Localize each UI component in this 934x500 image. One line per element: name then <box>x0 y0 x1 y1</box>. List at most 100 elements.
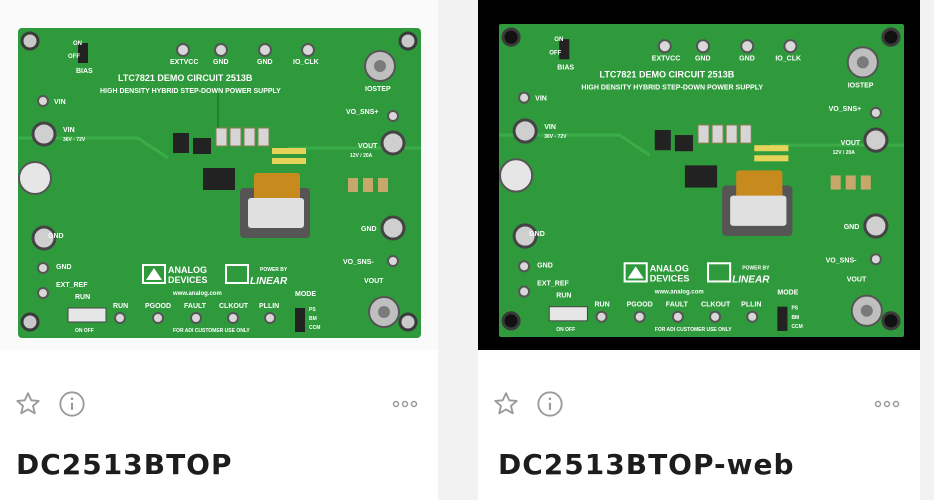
pcb-title-line2: HIGH DENSITY HYBRID STEP-DOWN POWER SUPP… <box>581 85 763 92</box>
pcb-vin-label: VIN <box>535 96 547 103</box>
pcb-vin-label-2: VIN <box>544 124 556 131</box>
pcb-url: www.analog.com <box>172 291 222 297</box>
info-button[interactable] <box>58 390 86 418</box>
pcb-brand-line1: ANALOG <box>650 263 689 273</box>
pcb-on-off-label: ON OFF <box>75 328 94 334</box>
pcb-footer: FOR ADI CUSTOMER USE ONLY <box>173 328 250 334</box>
pcb-mode-label: MODE <box>295 291 316 298</box>
pcb-mode-label: MODE <box>777 290 798 297</box>
pcb-extvcc-label: EXTVCC <box>170 59 198 66</box>
card-thumbnail[interactable]: ON OFF BIAS EXTVCC GND GND IO_CLK IOSTEP… <box>0 0 438 350</box>
pcb-vin-label-2: VIN <box>63 127 75 134</box>
asset-card[interactable]: ON OFF BIAS EXTVCC GND GND IO_CLK IOSTEP… <box>0 0 438 500</box>
pcb-footer: FOR ADI CUSTOMER USE ONLY <box>655 327 732 333</box>
pcb-vin-range: 36V - 72V <box>544 134 567 140</box>
pcb-vo-sns-minus-label: VO_SNS- <box>343 259 374 266</box>
pcb-bm-label: BM <box>309 316 317 322</box>
pcb-url: www.analog.com <box>654 290 704 296</box>
pcb-brand-line2: DEVICES <box>168 275 208 285</box>
pcb-image: ON OFF BIAS EXTVCC GND GND IO_CLK IOSTEP… <box>499 24 904 337</box>
pcb-vout-label: VOUT <box>841 140 861 147</box>
card-title[interactable]: DC2513BTOP-web <box>498 448 795 481</box>
pcb-run-label: RUN <box>556 293 571 300</box>
card-thumbnail[interactable]: ON OFF BIAS EXTVCC GND GND IO_CLK IOSTEP… <box>478 0 920 350</box>
pcb-power-by: POWER BY <box>742 265 770 271</box>
pcb-pllin-label: PLLIN <box>741 302 761 309</box>
pcb-ioclk-label: IO_CLK <box>775 55 802 62</box>
pcb-fault-label: FAULT <box>666 302 689 309</box>
pcb-vo-sns-plus-label: VO_SNS+ <box>346 109 379 116</box>
more-options-button[interactable] <box>390 390 420 418</box>
pcb-vin-range: 36V - 72V <box>63 137 86 143</box>
pcb-vout-spec: 12V / 20A <box>350 153 373 159</box>
card-actions <box>0 390 438 418</box>
pcb-fault-label: FAULT <box>184 303 207 310</box>
asset-card[interactable]: ON OFF BIAS EXTVCC GND GND IO_CLK IOSTEP… <box>478 0 920 500</box>
pcb-linear-logo: LINEAR <box>732 274 770 285</box>
pcb-run-label-2: RUN <box>113 303 128 310</box>
pcb-iostep-label: IOSTEP <box>848 83 874 90</box>
pcb-gnd-label-3: GND <box>48 233 64 240</box>
more-options-button[interactable] <box>872 390 902 418</box>
pcb-gnd-label: GND <box>213 59 229 66</box>
info-button[interactable] <box>536 390 564 418</box>
pcb-gnd-label-4: GND <box>56 264 72 271</box>
pcb-run-label-2: RUN <box>594 302 609 309</box>
pcb-clkout-label: CLKOUT <box>701 302 731 309</box>
star-icon <box>494 392 518 415</box>
pcb-vout-label: VOUT <box>358 143 378 150</box>
pcb-vo-sns-minus-label: VO_SNS- <box>826 257 858 264</box>
more-icon <box>874 400 900 408</box>
pcb-gnd-label: GND <box>695 55 711 62</box>
pcb-gnd-label-4: GND <box>537 262 553 269</box>
pcb-ccm-label: CCM <box>309 325 320 331</box>
info-icon <box>59 391 85 417</box>
pcb-brand-line1: ANALOG <box>168 265 207 275</box>
pcb-bias-label: BIAS <box>76 68 93 75</box>
pcb-brand-line2: DEVICES <box>650 273 690 283</box>
pcb-vout-label-2: VOUT <box>364 278 384 285</box>
star-icon <box>16 392 40 415</box>
pcb-vo-sns-plus-label: VO_SNS+ <box>829 106 862 113</box>
pcb-bias-off-label: OFF <box>549 50 561 56</box>
favorite-button[interactable] <box>492 390 520 418</box>
pcb-title-line1: LTC7821 DEMO CIRCUIT 2513B <box>599 69 734 79</box>
pcb-pllin-label: PLLIN <box>259 303 279 310</box>
pcb-ext-ref-label: EXT_REF <box>537 280 569 287</box>
pcb-bias-on-label: ON <box>554 37 563 43</box>
pcb-title-line2: HIGH DENSITY HYBRID STEP-DOWN POWER SUPP… <box>100 88 281 95</box>
pcb-bm-label: BM <box>791 315 799 321</box>
pcb-bias-on-label: ON <box>73 41 82 47</box>
pcb-ps-label: PS <box>309 307 316 313</box>
pcb-pgood-label: PGOOD <box>627 302 653 309</box>
pcb-run-label: RUN <box>75 294 90 301</box>
info-icon <box>537 391 563 417</box>
pcb-gnd-label-2: GND <box>257 59 273 66</box>
pcb-clkout-label: CLKOUT <box>219 303 249 310</box>
pcb-ps-label: PS <box>791 306 798 312</box>
pcb-vin-label: VIN <box>54 99 66 106</box>
pcb-gnd-label-3: GND <box>529 231 545 238</box>
pcb-image: ON OFF BIAS EXTVCC GND GND IO_CLK IOSTEP… <box>18 28 421 338</box>
pcb-gnd-label-5: GND <box>844 224 860 231</box>
pcb-vout-spec: 12V / 20A <box>833 150 856 156</box>
pcb-gnd-label-2: GND <box>739 55 755 62</box>
pcb-ioclk-label: IO_CLK <box>293 59 319 66</box>
pcb-pgood-label: PGOOD <box>145 303 171 310</box>
more-icon <box>392 400 418 408</box>
favorite-button[interactable] <box>14 390 42 418</box>
card-title[interactable]: DC2513BTOP <box>16 448 233 481</box>
pcb-bias-label: BIAS <box>557 64 574 71</box>
pcb-ext-ref-label: EXT_REF <box>56 282 88 289</box>
pcb-gnd-label-5: GND <box>361 226 377 233</box>
pcb-power-by: POWER BY <box>260 267 288 273</box>
pcb-title-line1: LTC7821 DEMO CIRCUIT 2513B <box>118 73 253 83</box>
pcb-linear-logo: LINEAR <box>250 276 288 287</box>
card-actions <box>478 390 920 418</box>
pcb-vout-label-2: VOUT <box>847 276 867 283</box>
pcb-bias-off-label: OFF <box>68 54 80 60</box>
pcb-extvcc-label: EXTVCC <box>652 55 681 62</box>
pcb-on-off-label: ON OFF <box>556 327 575 333</box>
pcb-iostep-label: IOSTEP <box>365 86 391 93</box>
pcb-ccm-label: CCM <box>791 324 802 330</box>
